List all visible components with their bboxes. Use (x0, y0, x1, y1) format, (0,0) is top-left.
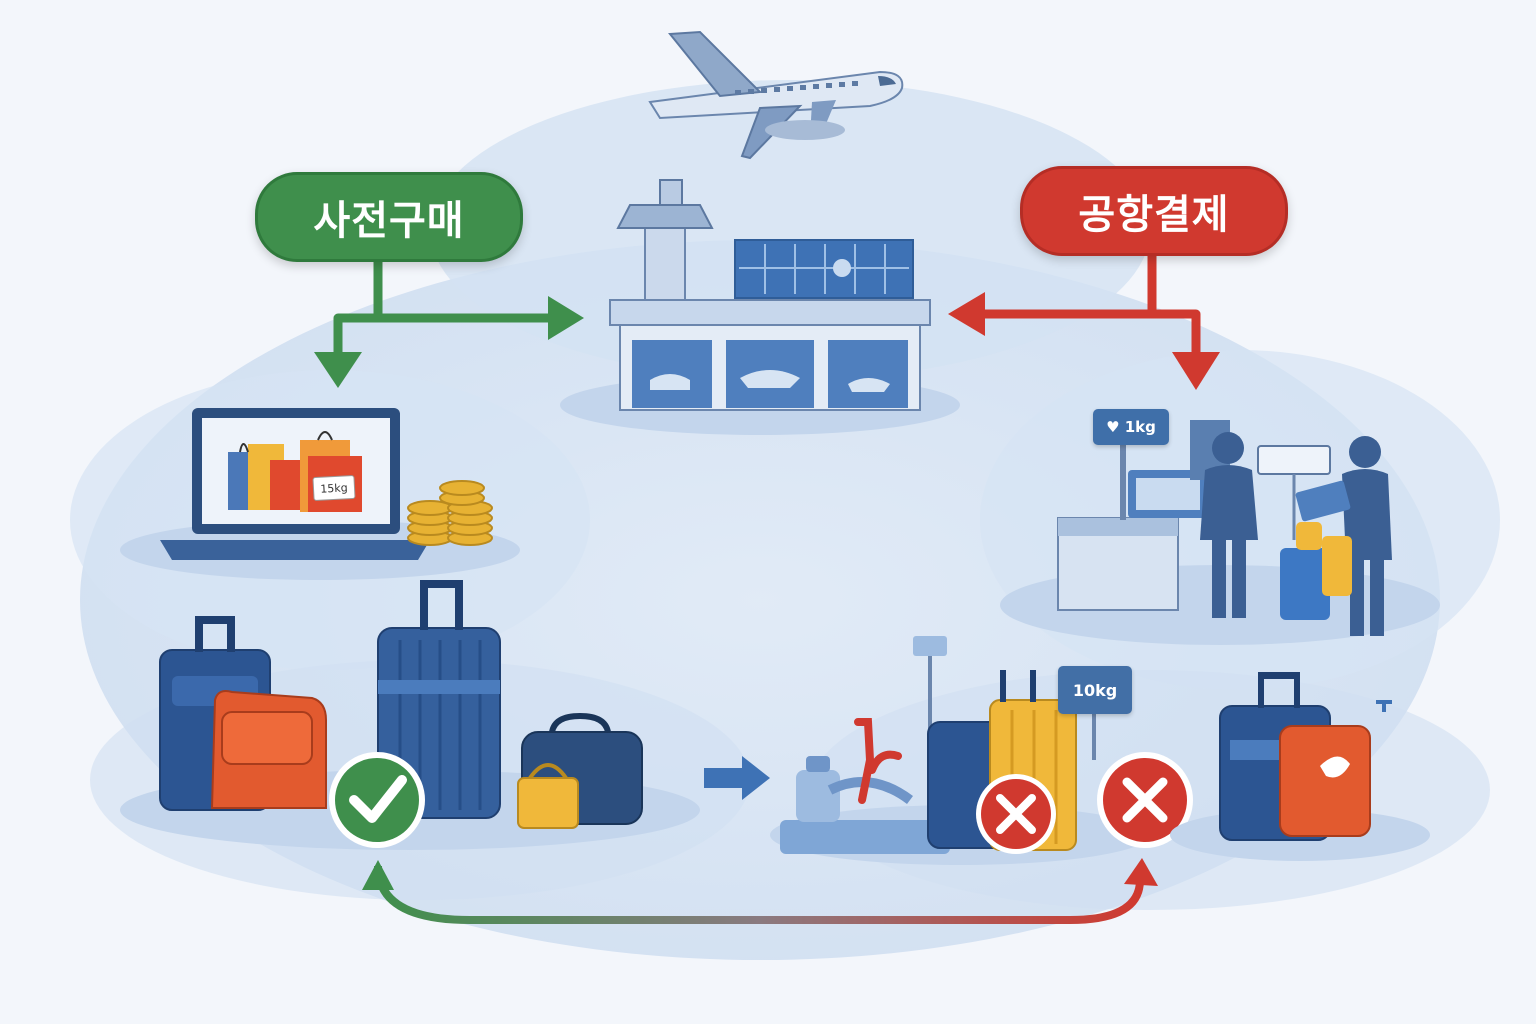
airplane-icon (648, 30, 904, 160)
scale-weight-tag: 10kg (1058, 666, 1132, 714)
check-circle-icon (329, 752, 425, 848)
checked-luggage-group (1170, 672, 1430, 861)
arrow-to-counter (1172, 352, 1220, 390)
green-flow-arrows (333, 256, 560, 360)
checkin-counter-scene (1000, 420, 1440, 645)
arrow-to-terminal (548, 296, 584, 340)
shopping-weight-tag: 15kg (312, 474, 356, 502)
airport-terminal-icon (560, 179, 960, 435)
pre-purchase-label: 사전구매 (255, 172, 523, 262)
bottom-flow-arrow (362, 858, 1158, 924)
airport-payment-label: 공항결제 (1020, 166, 1288, 256)
x-circle-icon-2 (1097, 752, 1193, 848)
laptop-shopping-icon (120, 408, 520, 580)
arrow-to-laptop (314, 352, 362, 388)
arrow-from-airport-to-terminal (948, 292, 985, 336)
red-flow-arrows (985, 252, 1201, 360)
flow-arrow-icon (704, 756, 770, 800)
counter-weight-tag: ♥ 1kg (1093, 409, 1169, 445)
x-circle-icon (976, 774, 1056, 854)
counter-weight-text: 1kg (1124, 418, 1156, 436)
heart-icon: ♥ (1106, 418, 1125, 436)
